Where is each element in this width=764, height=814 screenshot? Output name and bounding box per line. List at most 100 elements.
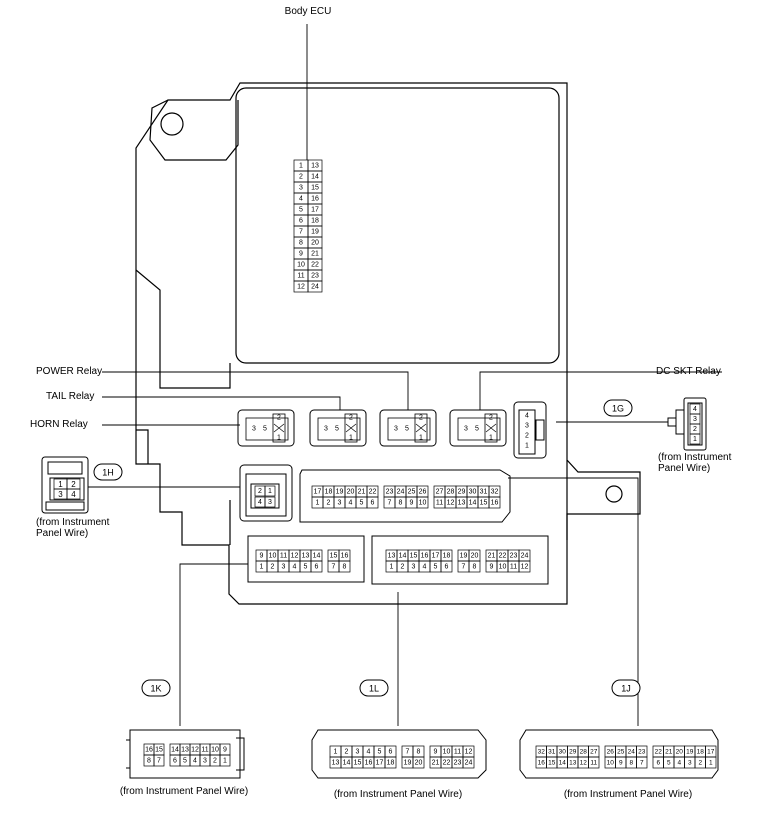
pin-cell — [153, 754, 165, 767]
connector-1k-socket — [247, 535, 365, 583]
pin-number: 14 — [171, 747, 179, 754]
pin-cell — [636, 756, 648, 769]
pin-number: 31 — [480, 489, 488, 496]
pin-number: 6 — [445, 564, 449, 571]
pin-number: 11 — [201, 747, 208, 754]
pin-cell — [338, 560, 351, 573]
body-ecu-label: Body ECU — [284, 6, 332, 17]
pin-number: 32 — [538, 749, 546, 756]
relay-pin-number: 3 — [252, 426, 256, 433]
pin-number: 20 — [347, 489, 355, 496]
pin-number: 12 — [580, 760, 588, 767]
relay-pin-number: 1 — [489, 435, 493, 442]
block-contour — [135, 269, 231, 389]
body-ecu-area — [235, 87, 560, 364]
tail-relay-label: TAIL Relay — [46, 391, 95, 402]
pin-number: 10 — [269, 553, 277, 560]
connector-1g-socket — [513, 401, 547, 459]
relay-coil-frame — [484, 413, 498, 443]
pin-number: 16 — [421, 553, 429, 560]
relay-diode-mark — [485, 423, 497, 433]
connector-1h-caption: (from Instrument Panel Wire) — [36, 517, 110, 539]
mounting-tab — [149, 99, 239, 161]
pin-number: 24 — [465, 760, 473, 767]
pin-number: 6 — [173, 758, 177, 765]
pin-number: 5 — [304, 564, 308, 571]
pin-number: 31 — [548, 749, 556, 756]
horn-relay-label: HORN Relay — [30, 419, 88, 430]
relay-pin-number: 5 — [475, 426, 479, 433]
pin-number: 2 — [345, 749, 349, 756]
pin-number: 4 — [677, 760, 681, 767]
pin-number: 28 — [580, 749, 588, 756]
pin-number: 4 — [258, 499, 262, 506]
pin-number: 4 — [525, 413, 529, 420]
pin-number: 23 — [454, 760, 462, 767]
pin-number: 14 — [469, 500, 477, 507]
pin-number: 3 — [525, 423, 529, 430]
connector-id-badge — [141, 679, 171, 697]
pin-number: 1 — [390, 564, 394, 571]
pin-number: 2 — [525, 433, 529, 440]
pin-number: 8 — [147, 758, 151, 765]
pin-number: 15 — [410, 553, 418, 560]
pin-number: 18 — [697, 749, 705, 756]
pin-number: 25 — [408, 489, 416, 496]
pin-number: 15 — [155, 747, 163, 754]
pin-number: 27 — [590, 749, 598, 756]
relay-pin-number: 1 — [277, 435, 281, 442]
pin-cell — [462, 756, 475, 769]
pin-number: 30 — [559, 749, 567, 756]
ecu-pin-number: 22 — [311, 262, 319, 269]
connector-1j-plug — [519, 729, 719, 779]
pin-number: 3 — [282, 564, 286, 571]
pin-number: 21 — [432, 760, 440, 767]
ecu-pin-number: 17 — [311, 207, 319, 214]
relay-pin-number: 5 — [335, 426, 339, 433]
ecu-pin-number: 14 — [311, 174, 319, 181]
ecu-pin-number: 2 — [299, 174, 303, 181]
pin-number: 10 — [499, 564, 507, 571]
relay-pin-frame — [387, 417, 431, 441]
relay-socket — [309, 409, 367, 447]
pin-number: 1 — [223, 758, 227, 765]
pin-number: 5 — [360, 500, 364, 507]
ecu-pin-number: 11 — [297, 273, 304, 280]
pin-number: 1 — [525, 443, 529, 450]
pin-number: 6 — [371, 500, 375, 507]
pin-number: 8 — [473, 564, 477, 571]
mounting-hole-right — [605, 485, 623, 503]
pin-number: 11 — [454, 749, 461, 756]
ecu-pin-number: 6 — [299, 218, 303, 225]
pin-number: 7 — [406, 749, 410, 756]
pin-number: 2 — [698, 760, 702, 767]
pin-number: 14 — [559, 760, 567, 767]
connector-1l-socket — [371, 535, 549, 585]
ecu-pin-number: 3 — [299, 185, 303, 192]
pin-number: 9 — [410, 500, 414, 507]
pin-number: 4 — [293, 564, 297, 571]
pin-number: 15 — [330, 553, 338, 560]
pin-number: 3 — [693, 416, 697, 423]
pin-number: 13 — [302, 553, 310, 560]
pin-cell — [588, 756, 600, 769]
pin-number: 16 — [491, 500, 499, 507]
relay-pin-number: 5 — [263, 426, 267, 433]
pin-number: 5 — [183, 758, 187, 765]
pin-number: 9 — [223, 747, 227, 754]
relay-socket — [237, 409, 295, 447]
pin-cell — [488, 496, 501, 509]
pin-number: 24 — [521, 553, 529, 560]
relay-pin-number: 2 — [349, 415, 353, 422]
relay-diode-mark — [273, 423, 285, 433]
pin-number: 3 — [203, 758, 207, 765]
connector-1l-caption: (from Instrument Panel Wire) — [333, 789, 463, 800]
relay-pin-number: 2 — [489, 415, 493, 422]
pin-number: 6 — [315, 564, 319, 571]
pin-number: 23 — [386, 489, 394, 496]
leader-lines — [88, 24, 722, 726]
